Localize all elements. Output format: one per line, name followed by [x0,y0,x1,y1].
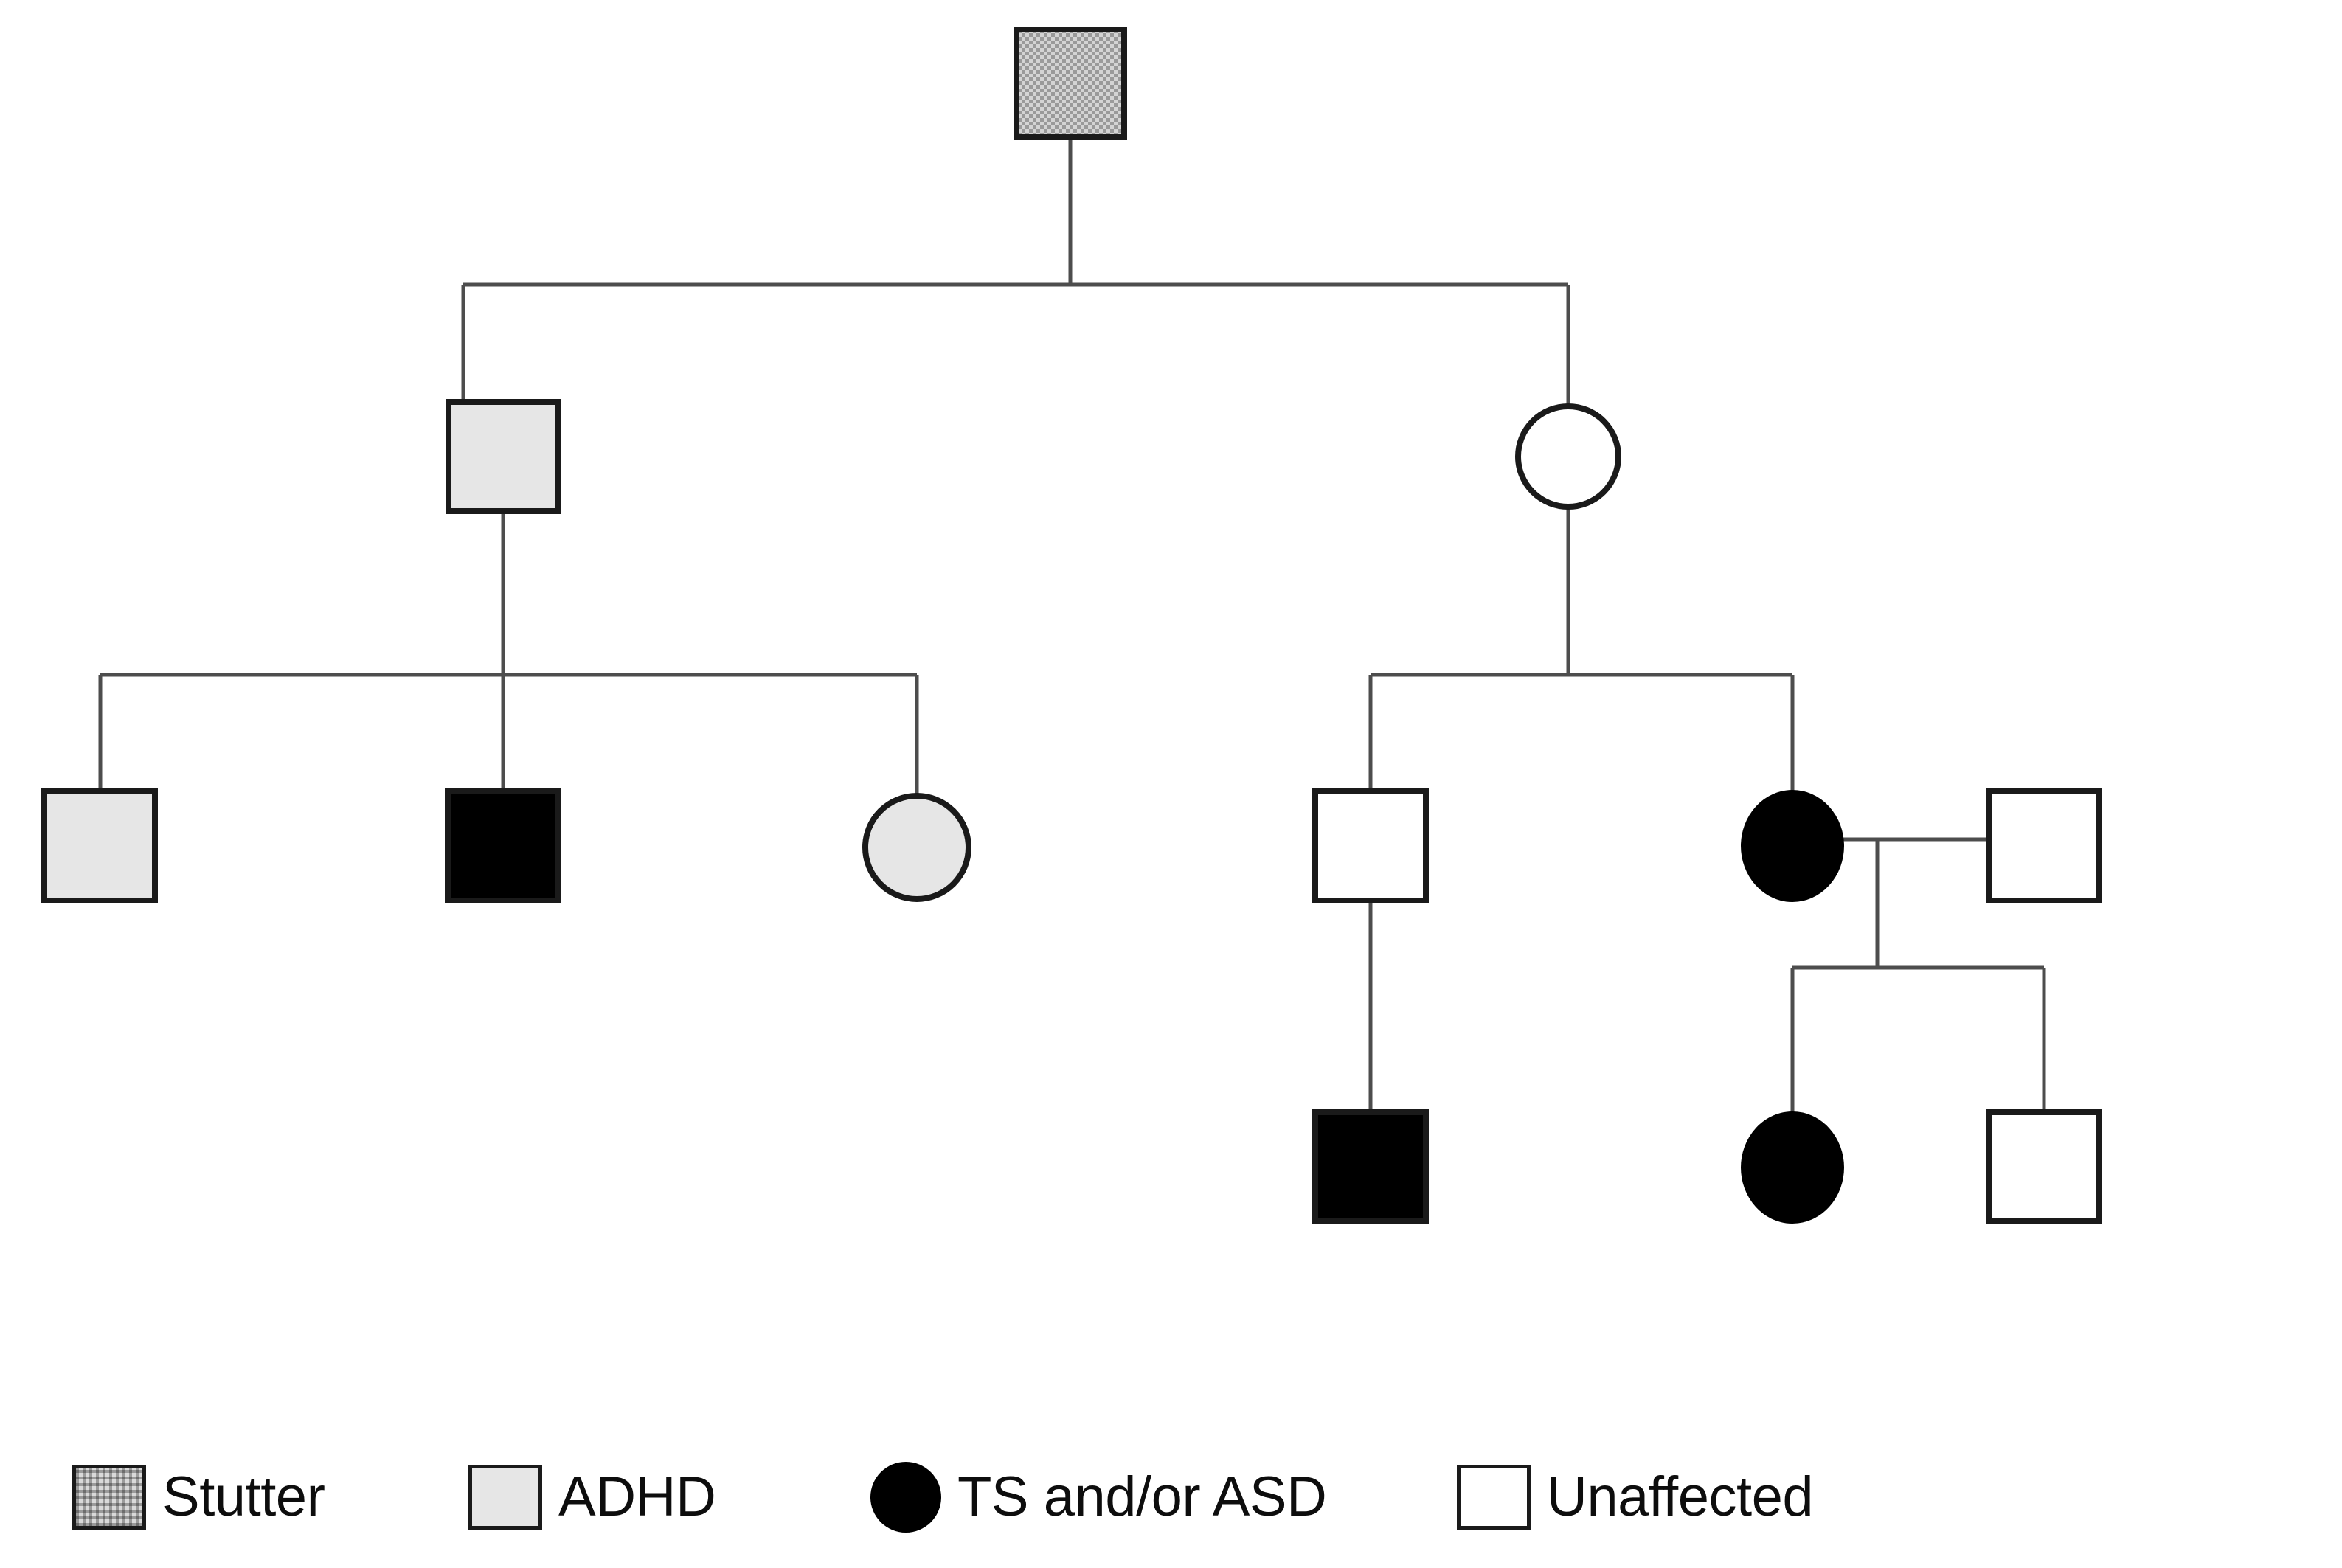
individual-I-1-stutter-male[interactable] [1014,27,1127,140]
legend-item-unaffected: Unaffected [1457,1446,1814,1549]
legend-label-ts-asd: TS and/or ASD [957,1465,1327,1528]
legend-label-stutter: Stutter [162,1465,325,1528]
individual-III-1-adhd-male[interactable] [41,788,158,903]
legend-item-stutter: Stutter [72,1446,325,1549]
connector-lines [98,137,2046,1116]
legend-item-ts-asd: TS and/or ASD [870,1446,1327,1549]
individual-III-6-unaffected-male[interactable] [1986,788,2102,903]
individual-IV-3-unaffected-male[interactable] [1986,1109,2102,1224]
adhd-swatch-icon [468,1465,542,1530]
individual-III-2-ts-asd-male[interactable] [445,788,561,903]
stutter-swatch-icon [72,1465,146,1530]
individual-III-4-unaffected-male[interactable] [1312,788,1429,903]
legend-label-adhd: ADHD [558,1465,716,1528]
legend-label-unaffected: Unaffected [1547,1465,1814,1528]
individual-II-2-unaffected-female[interactable] [1515,403,1621,510]
individual-III-5-ts-asd-female[interactable] [1741,790,1844,902]
individual-IV-2-ts-asd-female[interactable] [1741,1111,1844,1224]
legend-item-adhd: ADHD [468,1446,716,1549]
ts-asd-swatch-icon [870,1462,941,1533]
individual-III-3-adhd-female[interactable] [862,793,971,902]
individual-IV-1-ts-asd-male[interactable] [1312,1109,1429,1224]
unaffected-swatch-icon [1457,1465,1531,1530]
individual-II-1-adhd-male[interactable] [446,399,561,514]
legend: Stutter ADHD TS and/or ASD Unaffected [0,1446,2342,1549]
